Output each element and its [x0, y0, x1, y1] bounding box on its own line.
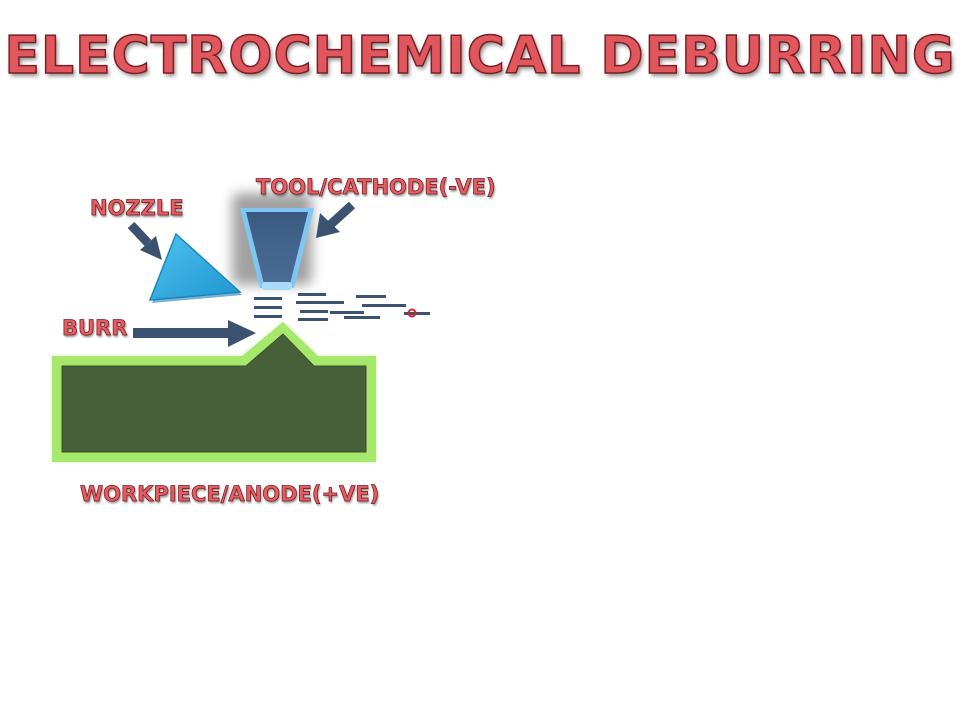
- workpiece-anode-label: WORKPIECE/ANODE(+VE): [80, 482, 380, 507]
- tool-arrow: [316, 201, 356, 238]
- burr-arrow: [133, 320, 256, 347]
- tool-cathode-shape: [240, 208, 314, 290]
- nozzle-label: NOZZLE: [90, 196, 184, 221]
- electrolyte-flow-lines: [254, 293, 430, 321]
- slide-title: ELECTROCHEMICAL DEBURRING: [4, 25, 956, 87]
- nozzle-arrow: [127, 221, 162, 260]
- cursor-marker: [407, 308, 417, 318]
- nozzle-shape: [148, 232, 242, 303]
- burr-label: BURR: [62, 316, 128, 341]
- tool-cathode-label: TOOL/CATHODE(-VE): [256, 175, 496, 200]
- workpiece-shape: [52, 322, 376, 462]
